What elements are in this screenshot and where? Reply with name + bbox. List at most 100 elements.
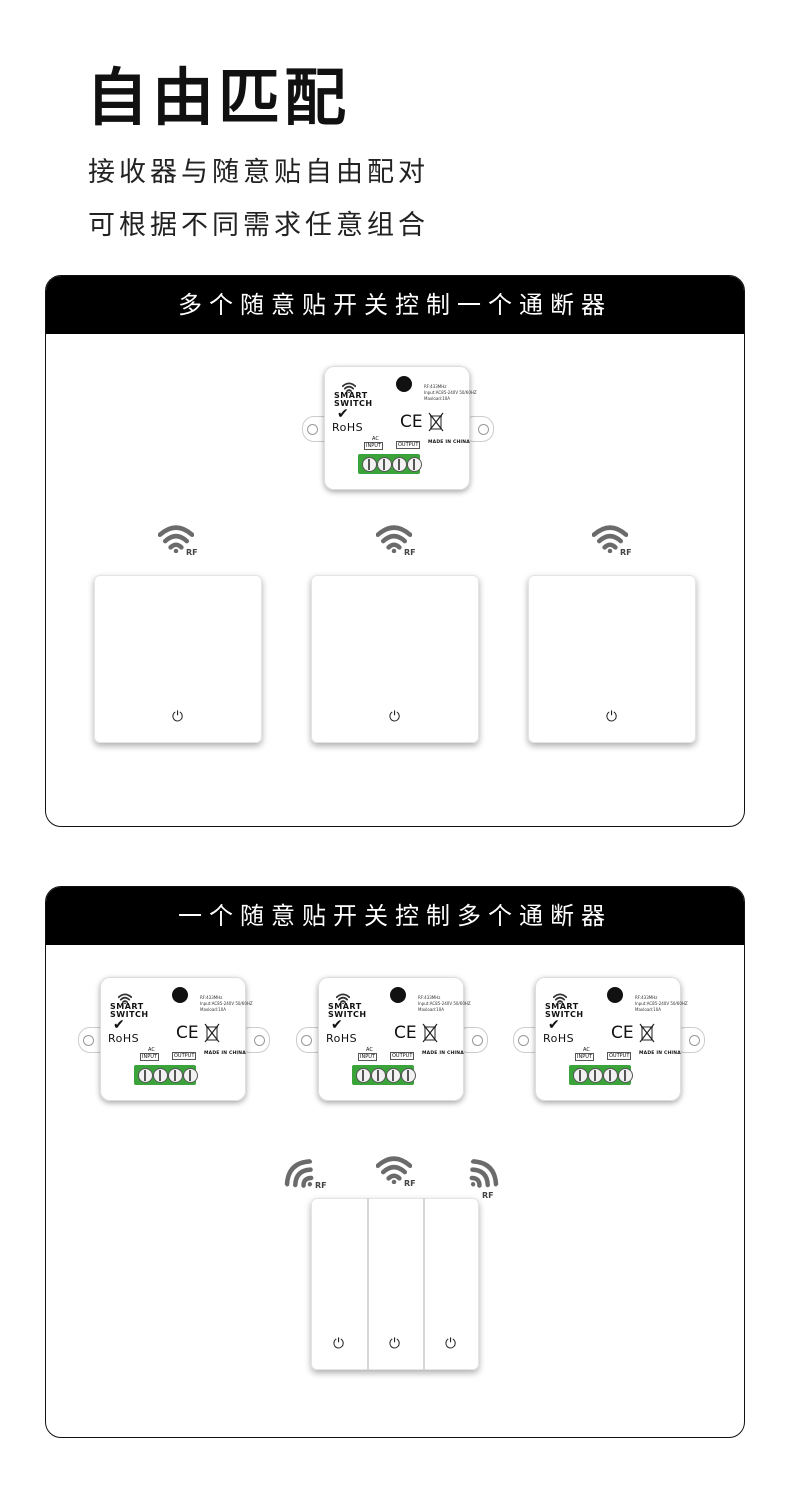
- terminal-screw: [407, 457, 422, 472]
- output-label: OUTPUT: [607, 1052, 632, 1060]
- wifi-icon: [284, 1159, 314, 1188]
- rf-label: RF: [404, 548, 416, 557]
- screw-hole: [307, 424, 318, 435]
- terminal-block: [134, 1065, 198, 1085]
- wall-switch[interactable]: ⏻: [311, 575, 479, 743]
- ac-label: AC: [372, 436, 379, 442]
- screw-hole: [518, 1035, 529, 1046]
- spec-line: RF:433MHz: [200, 995, 223, 1000]
- rohs-label: RoHS: [543, 1032, 575, 1045]
- wifi-icon: [552, 993, 568, 1005]
- rohs-label: RoHS: [326, 1032, 358, 1045]
- power-icon[interactable]: ⏻: [445, 1336, 457, 1352]
- brand-line: SWITCH: [545, 1010, 584, 1019]
- terminal-screw: [377, 457, 392, 472]
- ce-mark: CE: [400, 412, 423, 432]
- terminal-screw: [588, 1068, 603, 1083]
- wifi-icon-wrap: [335, 989, 351, 1008]
- weee-bin-icon: [639, 1023, 655, 1043]
- terminal-screw: [392, 457, 407, 472]
- rf-signal: RF: [375, 1155, 416, 1188]
- terminal-screw: [356, 1068, 371, 1083]
- checkmark-icon: ✔: [331, 1017, 343, 1033]
- rf-signal: RF: [591, 524, 632, 557]
- ce-mark: CE: [176, 1023, 199, 1043]
- terminal-screw: [153, 1068, 168, 1083]
- ac-label: AC: [148, 1047, 155, 1053]
- brand-line: SMART: [545, 1002, 579, 1011]
- power-icon[interactable]: ⏻: [389, 1336, 401, 1352]
- wifi-icon: [335, 993, 351, 1005]
- input-label: INPUT: [358, 1053, 377, 1061]
- wifi-icon-wrap: [117, 989, 133, 1008]
- power-icon[interactable]: ⏻: [389, 709, 401, 725]
- checkmark-icon: ✔: [113, 1017, 125, 1033]
- terminal-screw: [386, 1068, 401, 1083]
- terminal-screw: [362, 457, 377, 472]
- wall-switch[interactable]: ⏻: [94, 575, 262, 743]
- pairing-button: [607, 987, 623, 1003]
- spec-line: Maxload:10A: [418, 1007, 444, 1012]
- weee-mark: [204, 1023, 220, 1047]
- spec-line: Maxload:10A: [424, 396, 450, 401]
- gang-divider: [367, 1198, 369, 1370]
- spec-line: Maxload:10A: [200, 1007, 226, 1012]
- ac-label: AC: [583, 1047, 590, 1053]
- spec-line: RF:433MHz: [424, 384, 447, 389]
- power-icon[interactable]: ⏻: [606, 709, 618, 725]
- terminal-block: [569, 1065, 633, 1085]
- terminal-screw: [138, 1068, 153, 1083]
- terminal-block: [352, 1065, 416, 1085]
- spec-line: Input:AC85-240V 50/60HZ: [635, 1001, 688, 1006]
- brand-line: SWITCH: [110, 1010, 149, 1019]
- pairing-button: [172, 987, 188, 1003]
- rf-signal: RF: [157, 524, 198, 557]
- subtitle-line-2: 可根据不同需求任意组合: [88, 210, 429, 241]
- wifi-icon: [117, 993, 133, 1005]
- wifi-icon: [469, 1159, 499, 1188]
- wifi-icon: [591, 525, 629, 554]
- input-label: INPUT: [575, 1053, 594, 1061]
- wall-switch[interactable]: ⏻: [528, 575, 696, 743]
- wifi-icon-wrap: [341, 378, 357, 397]
- brand-line: SMART: [328, 1002, 362, 1011]
- weee-bin-icon: [428, 412, 444, 432]
- terminal-screw: [573, 1068, 588, 1083]
- rf-signal: RF: [375, 524, 416, 557]
- pairing-button: [390, 987, 406, 1003]
- page-title: 自由匹配: [86, 61, 351, 134]
- made-in-label: MADE IN CHINA: [428, 440, 470, 445]
- panel-header: 一个随意贴开关控制多个通断器: [46, 887, 744, 945]
- subtitle-line-1: 接收器与随意贴自由配对: [88, 157, 429, 188]
- spec-line: RF:433MHz: [418, 995, 441, 1000]
- weee-bin-icon: [422, 1023, 438, 1043]
- spec-line: Input:AC85-240V 50/60HZ: [424, 390, 477, 395]
- rf-label: RF: [315, 1181, 327, 1190]
- weee-mark: [428, 412, 444, 436]
- screw-hole: [472, 1035, 483, 1046]
- output-label: OUTPUT: [172, 1052, 197, 1060]
- made-in-label: MADE IN CHINA: [639, 1051, 681, 1056]
- wifi-icon: [375, 525, 413, 554]
- power-icon[interactable]: ⏻: [172, 709, 184, 725]
- brand-line: SWITCH: [328, 1010, 367, 1019]
- screw-hole: [689, 1035, 700, 1046]
- made-in-label: MADE IN CHINA: [422, 1051, 464, 1056]
- wall-switch[interactable]: ⏻ ⏻ ⏻: [311, 1198, 479, 1370]
- power-icon[interactable]: ⏻: [333, 1336, 345, 1352]
- spec-line: Maxload:10A: [635, 1007, 661, 1012]
